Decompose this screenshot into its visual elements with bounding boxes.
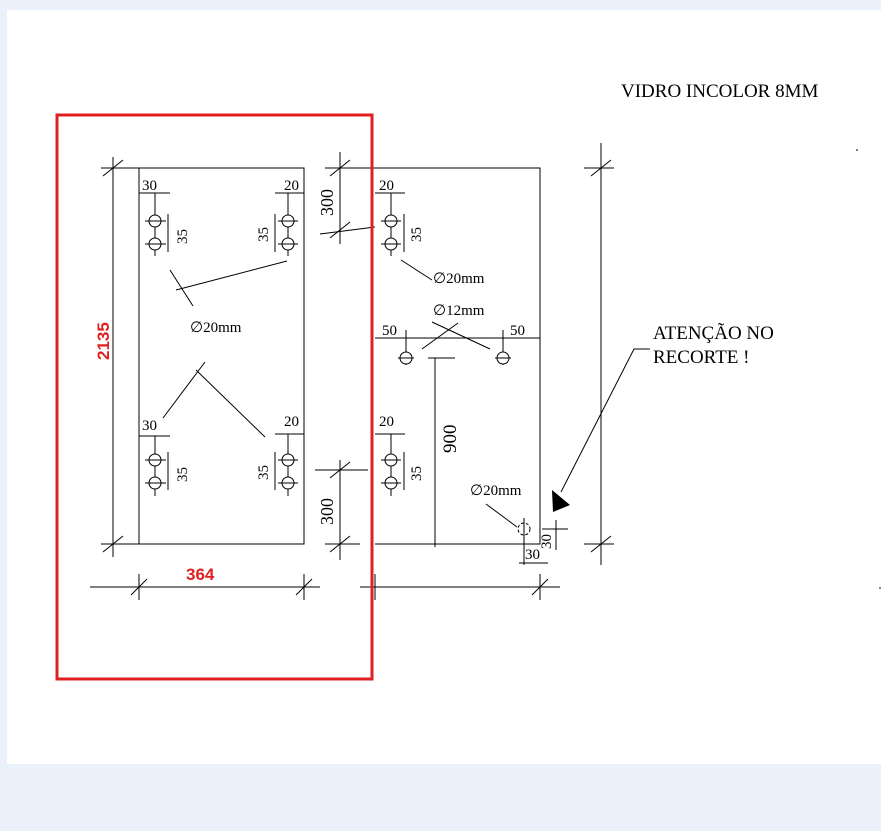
dim-right-bottom-offset: 20	[379, 414, 394, 430]
dim-left-bottom-right-offset: 20	[284, 414, 299, 430]
dim-left-bottom-left-offset: 30	[142, 418, 157, 434]
right-bottom-hole-pair: 20 35	[375, 414, 425, 496]
gap-top-label: 300	[317, 189, 337, 216]
dim-right-top-offset: 20	[379, 178, 394, 194]
drawing-title: VIDRO INCOLOR 8MM	[621, 81, 819, 102]
left-glass-panel: 2135 364 30 35	[90, 157, 320, 600]
attention-note-line1: ATENÇÃO NO	[653, 322, 774, 344]
left-panel-outline	[138, 167, 305, 545]
small-hole-diameter-label: ∅12mm	[433, 303, 485, 319]
dim-left-bottom-left-spacing: 35	[175, 467, 191, 482]
gap-bottom-label: 300	[317, 498, 337, 525]
left-panel-width-label: 364	[186, 565, 215, 584]
arrowhead-icon	[552, 490, 570, 512]
notch-diameter-label: ∅20mm	[470, 483, 522, 499]
attention-note-line2: RECORTE !	[653, 347, 750, 368]
left-bottom-right-hole-pair: 20 35	[256, 414, 304, 496]
dim-left-top-left-spacing: 35	[175, 229, 191, 244]
notch-offset-x-label: 30	[525, 547, 540, 563]
right-glass-panel: 20 35 20 35 ∅20mm 50 50	[360, 143, 614, 600]
highlight-box	[55, 113, 374, 681]
dim-left-top-right-spacing: 35	[256, 227, 272, 242]
dim-small-hole-left: 50	[382, 323, 397, 339]
attention-note: ATENÇÃO NO RECORTE !	[552, 322, 774, 512]
left-panel-height-label: 2135	[94, 322, 113, 360]
gap-dimensions: 300 300	[315, 152, 376, 560]
dim-left-bottom-right-spacing: 35	[256, 465, 272, 480]
right-panel-outline	[375, 167, 541, 545]
dim-right-bottom-spacing: 35	[409, 466, 425, 481]
right-hole-diameter-label: ∅20mm	[433, 271, 485, 287]
dim-left-top-left-offset: 30	[142, 178, 157, 194]
dim-right-top-spacing: 35	[409, 227, 425, 242]
notch-offset-y-label: 30	[539, 534, 555, 549]
small-hole-height-label: 900	[440, 425, 461, 454]
dim-left-top-right-offset: 20	[284, 178, 299, 194]
left-top-right-hole-pair: 20 35	[256, 178, 304, 256]
right-top-hole-pair: 20 35	[375, 178, 425, 256]
left-top-left-hole-pair: 30 35	[139, 178, 191, 256]
drawing-sheet	[7, 10, 881, 764]
left-bottom-left-hole-pair: 30 35	[139, 418, 191, 496]
left-hole-diameter-label: ∅20mm	[190, 320, 242, 336]
dim-small-hole-right: 50	[510, 323, 525, 339]
